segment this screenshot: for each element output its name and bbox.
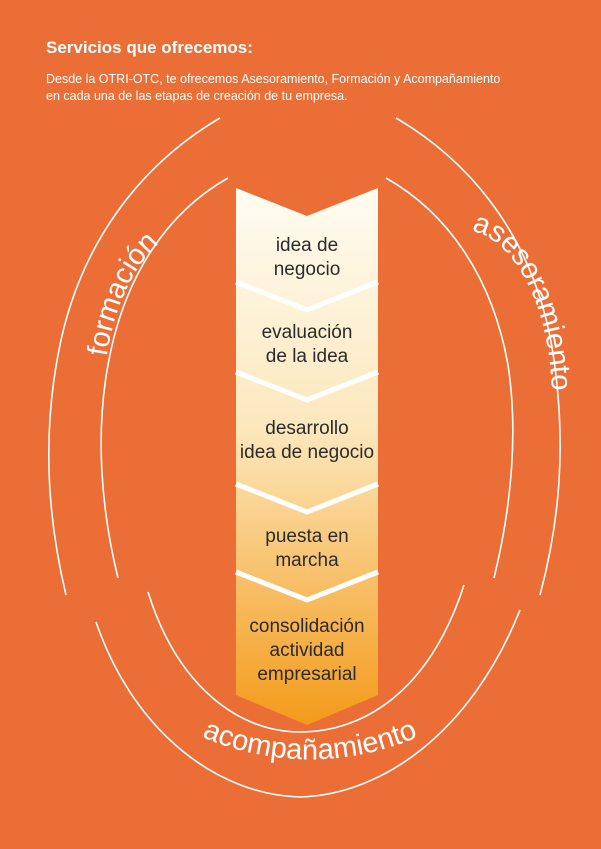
page-title: Servicios que ofrecemos: bbox=[46, 38, 253, 57]
step-label: idea de negocio bbox=[240, 442, 374, 463]
inner-arc-bottom bbox=[147, 584, 465, 733]
step-label: negocio bbox=[274, 259, 341, 280]
inner-arc-top-left bbox=[100, 177, 229, 579]
step-label: de la idea bbox=[266, 346, 349, 367]
step-label: actividad bbox=[270, 640, 345, 661]
step-label: marcha bbox=[275, 550, 339, 571]
chevron-separator bbox=[235, 369, 379, 403]
chevron-separator bbox=[235, 279, 379, 313]
intro-line-1: Desde la OTRI-OTC, te ofrecemos Asesoram… bbox=[46, 72, 501, 86]
chevron-separator bbox=[235, 569, 379, 603]
outer-arc-top-left bbox=[47, 117, 221, 596]
step-label: evaluación bbox=[262, 322, 353, 343]
chevron-separator bbox=[235, 481, 379, 515]
ring-label-asesoramiento: asesoramiento bbox=[469, 207, 577, 391]
process-arrow: idea de negocio evaluación de la idea desarr… bbox=[235, 188, 379, 725]
outer-arc-top-right bbox=[395, 117, 561, 596]
outer-ring-arcs bbox=[47, 117, 561, 798]
inner-ring-arcs bbox=[100, 177, 514, 733]
step-label: desarrollo bbox=[265, 418, 348, 439]
intro-line-2: en cada una de las etapas de creación de… bbox=[46, 89, 348, 103]
inner-arc-top-right bbox=[385, 177, 514, 579]
step-label: empresarial bbox=[257, 664, 356, 685]
outer-arc-bottom bbox=[95, 609, 521, 798]
step-label: puesta en bbox=[265, 526, 348, 547]
step-label: idea de bbox=[276, 235, 338, 256]
ring-label-formacion: formación bbox=[82, 225, 164, 357]
step-label: consolidación bbox=[249, 616, 364, 637]
intro-text: Desde la OTRI-OTC, te ofrecemos Asesoram… bbox=[46, 71, 546, 105]
arrow-body bbox=[236, 188, 378, 725]
